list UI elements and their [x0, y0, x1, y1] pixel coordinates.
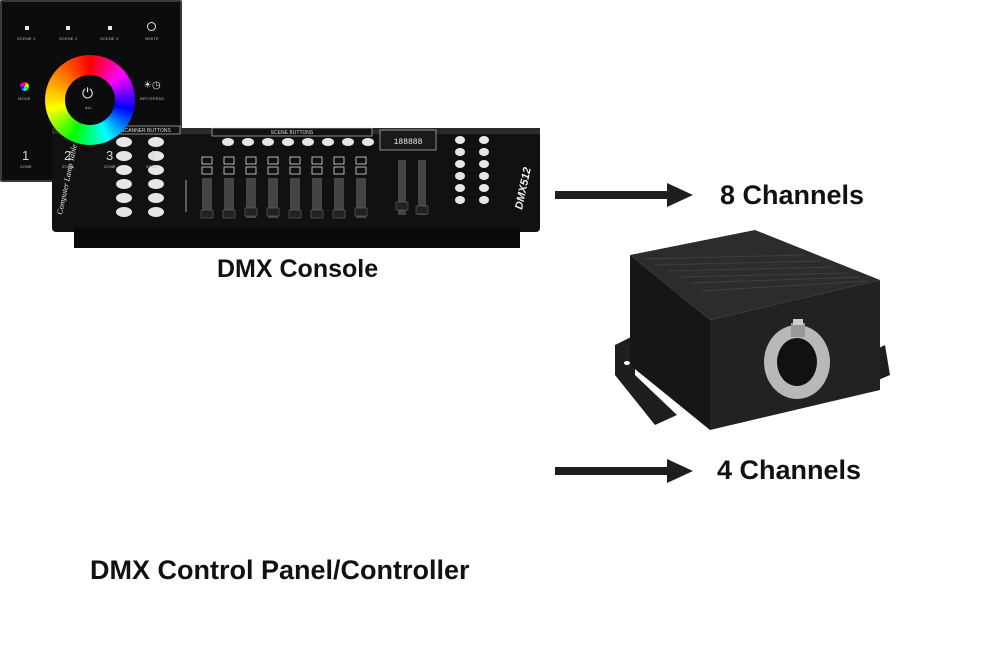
zone-4-label: ZONE: [146, 164, 158, 169]
console-display: 188888: [394, 138, 423, 147]
white-label: WHITE: [145, 36, 159, 41]
console-faders: [185, 178, 368, 219]
scanner-buttons: [116, 137, 164, 217]
arrow-top: [555, 183, 693, 207]
white-ring-icon: [147, 22, 156, 31]
channels-8-label: 8 Channels: [720, 180, 865, 210]
scene-1-label: SCENE 1: [17, 36, 36, 41]
all-label: ALL: [85, 105, 93, 110]
fiber-light-engine-image: [615, 230, 890, 430]
mode-icon: [20, 82, 29, 91]
scanner-buttons-label: SCANNER BUTTONS: [121, 128, 171, 134]
brightness-icon: ☀◷: [143, 80, 161, 91]
console-function-buttons: [455, 136, 489, 204]
scene-buttons: [222, 138, 374, 146]
zone-2-number: 2: [64, 148, 72, 163]
color-wheel: ⏻ ALL: [45, 55, 135, 145]
scene-1-indicator: [25, 26, 29, 30]
zone-2-label: ZONE: [62, 164, 74, 169]
brightness-label: BRT/SPEED: [140, 96, 165, 101]
arrow-bottom: [555, 459, 693, 483]
power-icon: ⏻: [82, 85, 94, 101]
dmx-console-label: DMX Console: [217, 255, 379, 283]
channels-4-label: 4 Channels: [717, 455, 862, 485]
zone-3-number: 3: [106, 148, 114, 163]
scene-buttons-label: SCENE BUTTONS: [271, 130, 314, 136]
mode-label: MODE: [18, 96, 31, 101]
master-faders: [395, 160, 429, 215]
dmx-console-image: Computer Lamp Table Controller SCANNER B…: [52, 120, 540, 248]
scene-2-indicator: [66, 26, 70, 30]
scene-2-label: SCENE 2: [59, 36, 78, 41]
zone-3-label: ZONE: [104, 164, 116, 169]
zone-1-label: ZONE: [20, 164, 32, 169]
zone-4-number: 4: [148, 148, 156, 163]
scene-3-indicator: [108, 26, 112, 30]
channel-number-boxes: [201, 156, 367, 175]
dmx-control-panel-label: DMX Control Panel/Controller: [90, 555, 470, 585]
zone-1-number: 1: [22, 148, 30, 163]
scene-3-label: SCENE 3: [100, 36, 119, 41]
